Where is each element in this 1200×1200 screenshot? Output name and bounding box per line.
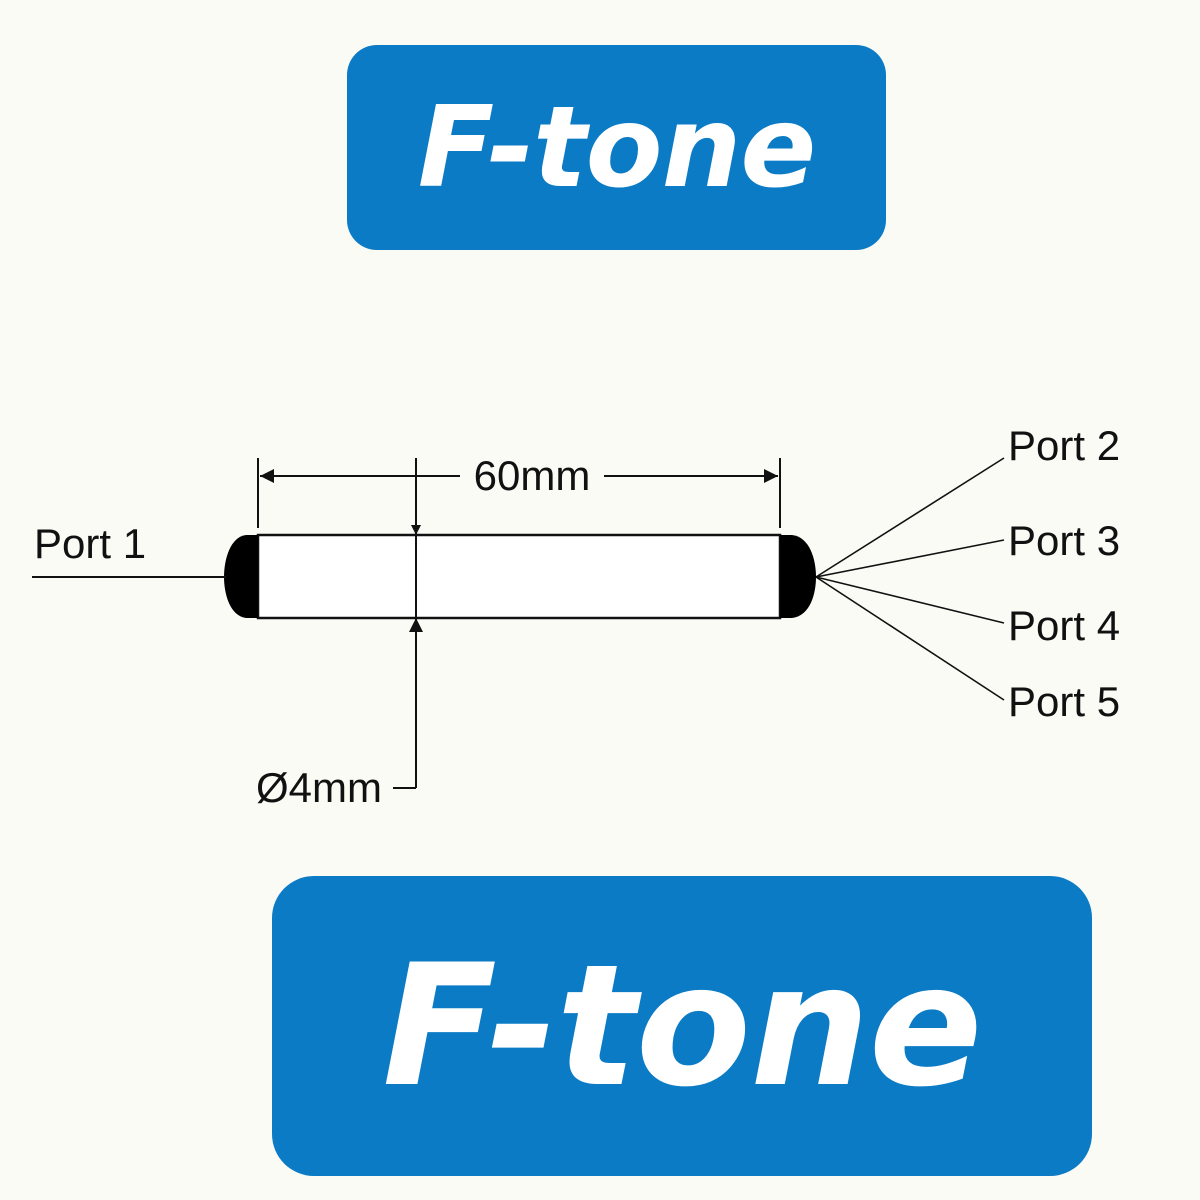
- port-3-label: Port 3: [1008, 517, 1120, 564]
- port-2-label: Port 2: [1008, 422, 1120, 469]
- splitter-body: [256, 533, 782, 620]
- left-end-cap: [224, 535, 258, 618]
- length-label: 60mm: [474, 452, 591, 499]
- logo-bottom: F-tone: [272, 876, 1092, 1176]
- port-5-fiber: [815, 576, 1005, 701]
- port-4-label: Port 4: [1008, 602, 1120, 649]
- logo-top-text: F-tone: [417, 82, 817, 213]
- logo-bottom-text: F-tone: [382, 928, 982, 1124]
- diameter-label: Ø4mm: [256, 764, 382, 811]
- port-3-fiber: [815, 539, 1005, 578]
- logo-top: F-tone: [347, 45, 886, 250]
- port-5-label: Port 5: [1008, 678, 1120, 725]
- port-4-fiber: [815, 576, 1005, 624]
- right-end-cap: [780, 535, 816, 618]
- port-1-label: Port 1: [34, 520, 146, 567]
- port-2-fiber: [815, 457, 1005, 578]
